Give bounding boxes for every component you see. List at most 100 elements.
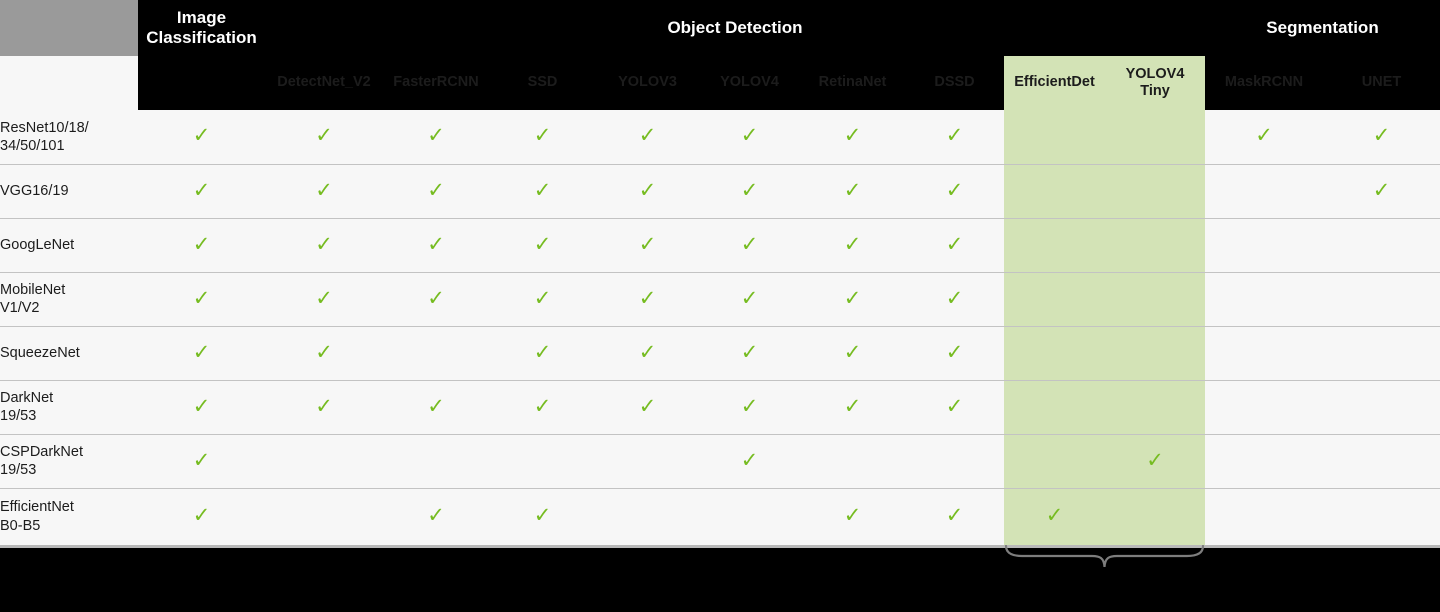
check-icon: ✓: [533, 178, 552, 202]
check-icon: ✓: [638, 394, 657, 418]
column-header-yolov3: YOLOV3: [618, 74, 677, 91]
check-icon: ✓: [192, 286, 211, 310]
support-empty-cell: [1004, 326, 1105, 381]
support-empty-cell: [1323, 488, 1440, 548]
support-check-cell: ✓: [383, 380, 489, 435]
column-header-image-class: [138, 56, 265, 110]
support-check-cell: ✓: [383, 488, 489, 548]
support-check-cell: ✓: [138, 488, 265, 548]
support-check-cell: ✓: [800, 218, 905, 273]
support-check-cell: ✓: [265, 272, 383, 327]
support-check-cell: ✓: [265, 110, 383, 165]
support-check-cell: ✓: [905, 218, 1004, 273]
check-icon: ✓: [945, 286, 964, 310]
check-icon: ✓: [192, 448, 211, 472]
check-icon: ✓: [192, 394, 211, 418]
check-icon: ✓: [192, 178, 211, 202]
support-empty-cell: [905, 434, 1004, 489]
support-check-cell: ✓: [489, 326, 596, 381]
support-check-cell: ✓: [699, 380, 800, 435]
column-header-rowlabel: [0, 56, 138, 110]
group-header-image-classification: Image Classification: [146, 8, 257, 47]
support-check-cell: ✓: [489, 164, 596, 219]
check-icon: ✓: [945, 124, 964, 148]
support-check-cell: ✓: [1205, 110, 1323, 165]
support-check-cell: ✓: [138, 380, 265, 435]
support-empty-cell: [383, 326, 489, 381]
support-check-cell: ✓: [596, 326, 699, 381]
column-header-unet: UNET: [1361, 74, 1402, 91]
check-icon: ✓: [638, 340, 657, 364]
model-support-matrix: Image Classification Object Detection Se…: [0, 0, 1440, 548]
column-header-dssd: DSSD: [934, 74, 975, 91]
check-icon: ✓: [192, 232, 211, 256]
check-icon: ✓: [843, 232, 862, 256]
support-check-cell: ✓: [138, 110, 265, 165]
check-icon: ✓: [740, 340, 759, 364]
support-check-cell: ✓: [383, 272, 489, 327]
check-icon: ✓: [740, 448, 759, 472]
check-icon: ✓: [533, 286, 552, 310]
support-check-cell: ✓: [138, 218, 265, 273]
group-header-row: Image Classification Object Detection Se…: [0, 0, 1440, 56]
support-empty-cell: [265, 488, 383, 548]
support-check-cell: ✓: [1105, 434, 1205, 489]
support-empty-cell: [1004, 164, 1105, 219]
support-empty-cell: [1105, 272, 1205, 327]
check-icon: ✓: [843, 394, 862, 418]
group-header-segmentation: Segmentation: [1266, 18, 1379, 38]
column-header-ssd: SSD: [527, 74, 558, 91]
matrix-head: Image Classification Object Detection Se…: [0, 0, 1440, 110]
support-check-cell: ✓: [596, 164, 699, 219]
support-check-cell: ✓: [596, 218, 699, 273]
check-icon: ✓: [740, 394, 759, 418]
row-label: ResNet10/18/ 34/50/101: [0, 110, 138, 165]
support-check-cell: ✓: [489, 380, 596, 435]
check-icon: ✓: [843, 340, 862, 364]
support-empty-cell: [489, 434, 596, 489]
table-row: MobileNet V1/V2✓✓✓✓✓✓✓✓: [0, 272, 1440, 327]
support-empty-cell: [1105, 380, 1205, 435]
support-empty-cell: [1004, 272, 1105, 327]
check-icon: ✓: [740, 232, 759, 256]
support-empty-cell: [1105, 488, 1205, 548]
row-label: GoogLeNet: [0, 218, 138, 273]
check-icon: ✓: [315, 124, 333, 148]
column-header-efficientdet: EfficientDet: [1014, 74, 1095, 91]
table-row: DarkNet 19/53✓✓✓✓✓✓✓✓: [0, 380, 1440, 435]
check-icon: ✓: [843, 178, 862, 202]
check-icon: ✓: [192, 124, 211, 148]
check-icon: ✓: [427, 232, 445, 256]
column-header-retinanet: RetinaNet: [818, 74, 887, 91]
support-empty-cell: [1004, 434, 1105, 489]
support-empty-cell: [383, 434, 489, 489]
support-check-cell: ✓: [265, 164, 383, 219]
support-check-cell: ✓: [699, 110, 800, 165]
support-check-cell: ✓: [265, 326, 383, 381]
check-icon: ✓: [533, 124, 552, 148]
support-check-cell: ✓: [905, 110, 1004, 165]
support-check-cell: ✓: [699, 164, 800, 219]
check-icon: ✓: [192, 504, 211, 527]
check-icon: ✓: [192, 340, 211, 364]
check-icon: ✓: [945, 232, 964, 256]
table-row: SqueezeNet✓✓✓✓✓✓✓: [0, 326, 1440, 381]
table-row: GoogLeNet✓✓✓✓✓✓✓✓: [0, 218, 1440, 273]
check-icon: ✓: [427, 286, 445, 310]
column-header-yolov4: YOLOV4: [720, 74, 779, 91]
group-header-blank: [0, 0, 138, 56]
check-icon: ✓: [638, 286, 657, 310]
check-icon: ✓: [427, 178, 445, 202]
support-empty-cell: [1323, 272, 1440, 327]
check-icon: ✓: [945, 340, 964, 364]
support-check-cell: ✓: [1323, 164, 1440, 219]
support-empty-cell: [1323, 380, 1440, 435]
check-icon: ✓: [945, 394, 964, 418]
check-icon: ✓: [315, 178, 333, 202]
support-check-cell: ✓: [138, 272, 265, 327]
support-empty-cell: [1004, 218, 1105, 273]
support-empty-cell: [1323, 434, 1440, 489]
support-empty-cell: [1205, 434, 1323, 489]
support-check-cell: ✓: [489, 272, 596, 327]
check-icon: ✓: [1255, 124, 1273, 148]
